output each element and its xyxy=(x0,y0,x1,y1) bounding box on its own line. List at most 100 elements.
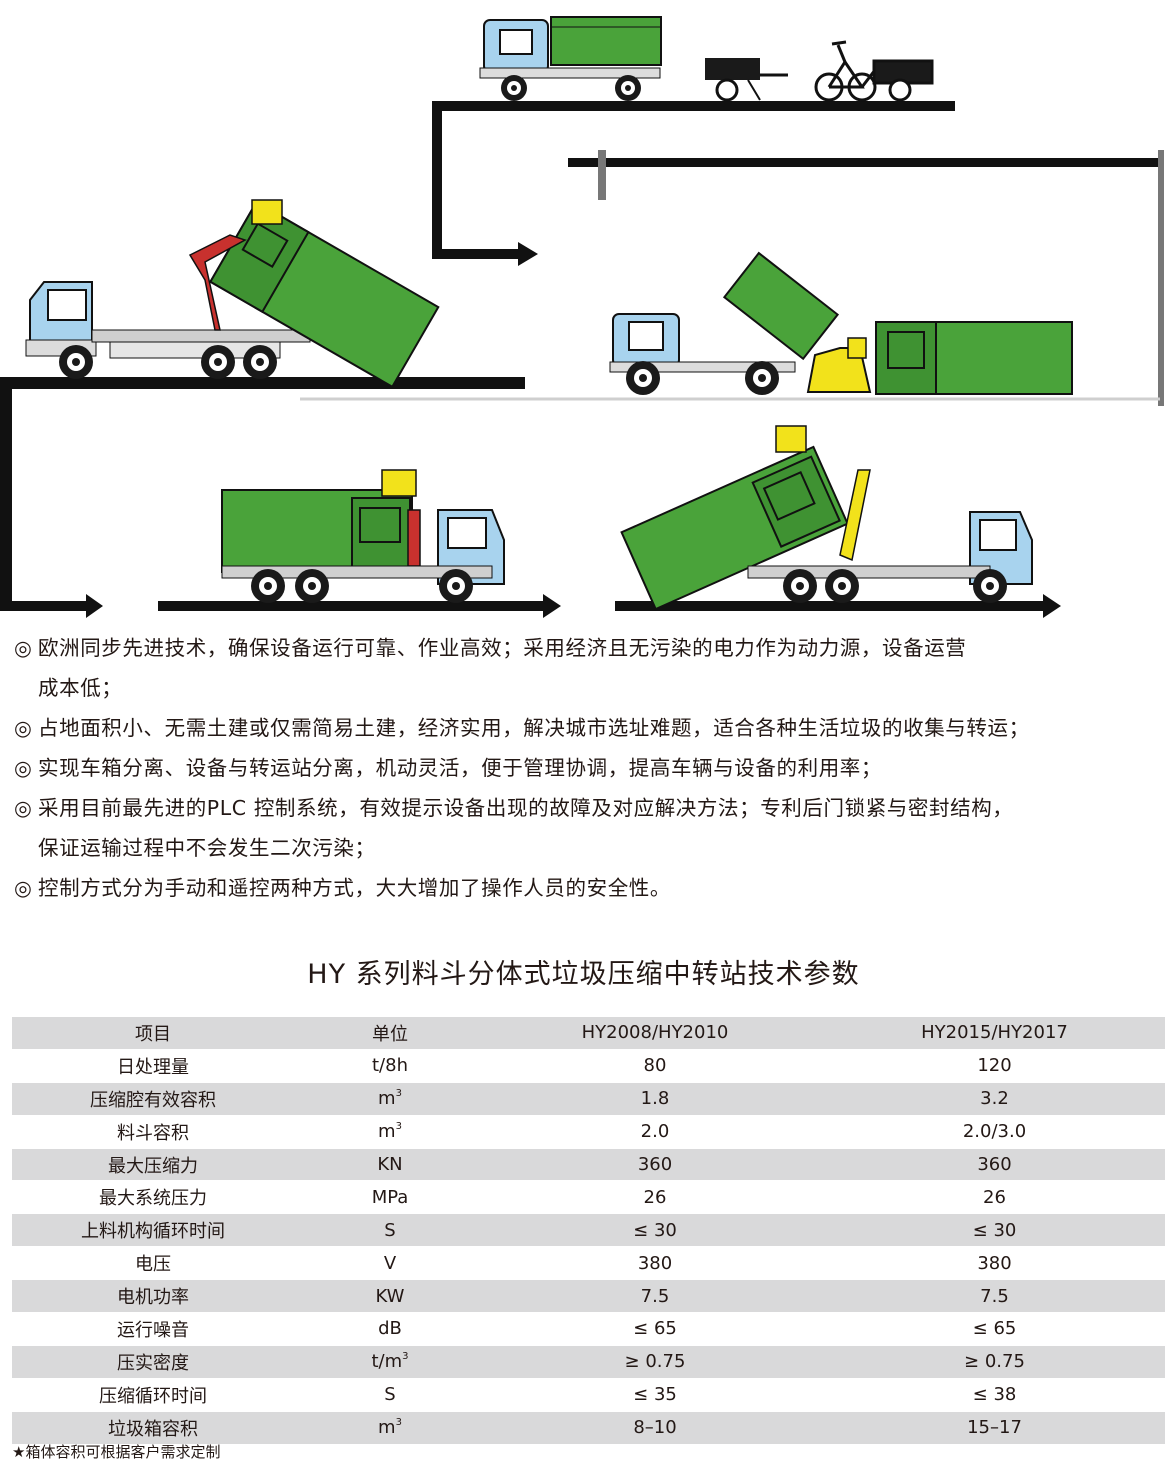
unit-text: KW xyxy=(375,1285,405,1307)
unit-text: t/8h xyxy=(372,1055,408,1077)
value-cell: 7.5 xyxy=(486,1279,824,1313)
value-cell: 380 xyxy=(977,1252,1012,1274)
column-header: HY2015/HY2017 xyxy=(824,1017,1165,1050)
table-row: 电压 V 380 380 xyxy=(12,1247,1165,1280)
value-cell: 8–10 xyxy=(486,1411,824,1445)
table-row: 运行噪音 dB ≤ 65 ≤ 65 xyxy=(12,1313,1165,1346)
bullet-mark: ◎ xyxy=(14,636,33,660)
param-name-cell: 最大系统压力 xyxy=(99,1188,207,1210)
param-name-cell: 压实密度 xyxy=(12,1345,294,1379)
feature-list: ◎欧洲同步先进技术，确保设备运行可靠、作业高效；采用经济且无污染的电力作为动力源… xyxy=(14,630,1164,910)
feature-text: 采用目前最先进的PLC 控制系统，有效提示设备出现的故障及对应解决方法；专利后门… xyxy=(38,796,1014,820)
feature-text: 保证运输过程中不会发生二次污染； xyxy=(38,836,376,860)
feature-text: 成本低； xyxy=(38,676,123,700)
table-row: 料斗容积 m3 2.0 2.0/3.0 xyxy=(12,1115,1165,1149)
unit-text: t/m xyxy=(371,1351,403,1373)
value-cell: 380 xyxy=(637,1252,673,1274)
unit-cell: S xyxy=(294,1213,486,1247)
value-cell: ≤ 38 xyxy=(972,1384,1017,1406)
param-name-cell: 最大压缩力 xyxy=(12,1148,294,1181)
bullet-mark: ◎ xyxy=(14,756,33,780)
process-diagram xyxy=(0,16,1164,618)
unit-cell: m3 xyxy=(294,1082,486,1116)
feature-item: ◎控制方式分为手动和遥控两种方式，大大增加了操作人员的安全性。 xyxy=(14,870,1164,907)
value-cell: 2.0/3.0 xyxy=(962,1121,1027,1143)
hook-lift-truck-icon xyxy=(620,425,1033,611)
bullet-mark: ◎ xyxy=(14,796,33,820)
feature-text: 欧洲同步先进技术，确保设备运行可靠、作业高效；采用经济且无污染的电力作为动力源，… xyxy=(38,636,967,660)
feature-item: ◎占地面积小、无需土建或仅需简易土建，经济实用，解决城市选址难题，适合各种生活垃… xyxy=(14,710,1164,747)
unit-text: S xyxy=(384,1384,396,1406)
feature-text: 控制方式分为手动和遥控两种方式，大大增加了操作人员的安全性。 xyxy=(38,876,671,900)
feature-item: ◎欧洲同步先进技术，确保设备运行可靠、作业高效；采用经济且无污染的电力作为动力源… xyxy=(14,630,1164,667)
value-cell: ≤ 65 xyxy=(972,1318,1017,1340)
param-name-cell: 压缩循环时间 xyxy=(99,1385,207,1407)
feature-item: ◎实现车箱分离、设备与转运站分离，机动灵活，便于管理协调，提高车辆与设备的利用率… xyxy=(14,750,1164,787)
unit-text: m xyxy=(378,1121,396,1143)
feature-item: ◎采用目前最先进的PLC 控制系统，有效提示设备出现的故障及对应解决方法；专利后… xyxy=(14,790,1164,827)
feature-item: 成本低； xyxy=(14,670,1164,707)
value-cell: ≥ 0.75 xyxy=(824,1345,1165,1379)
hook-lift-truck-icon xyxy=(479,16,662,101)
value-cell: ≥ 0.75 xyxy=(486,1345,824,1379)
value-cell: 120 xyxy=(977,1055,1012,1077)
unit-cell: V xyxy=(294,1247,486,1280)
unit-cell: t/8h xyxy=(294,1049,486,1082)
value-cell: 15–17 xyxy=(824,1411,1165,1445)
unit-text: m xyxy=(378,1417,396,1439)
table-row: 压缩循环时间 S ≤ 35 ≤ 38 xyxy=(12,1378,1165,1412)
column-header: 单位 xyxy=(294,1017,486,1050)
param-name-cell: 料斗容积 xyxy=(117,1122,189,1144)
value-cell: 3.2 xyxy=(824,1082,1165,1116)
param-name-cell: 电机功率 xyxy=(12,1279,294,1313)
value-cell: 360 xyxy=(824,1148,1165,1181)
column-header: 项目 xyxy=(12,1017,294,1050)
bullet-mark: ◎ xyxy=(14,716,33,740)
unit-text: m xyxy=(378,1088,396,1110)
hook-lift-truck-icon xyxy=(221,469,505,603)
value-cell: ≤ 35 xyxy=(633,1384,677,1406)
param-name-cell: 电压 xyxy=(135,1254,171,1276)
value-cell: ≤ 65 xyxy=(633,1318,677,1340)
value-cell: ≤ 30 xyxy=(824,1213,1165,1247)
unit-superscript: 3 xyxy=(402,1351,409,1363)
hand-cart-icon xyxy=(705,58,788,102)
value-cell: ≤ 30 xyxy=(486,1213,824,1247)
param-name-cell: 垃圾箱容积 xyxy=(12,1411,294,1445)
unit-superscript: 3 xyxy=(395,1417,402,1429)
unit-text: V xyxy=(383,1252,397,1274)
compactor-station-icon xyxy=(609,251,1073,395)
unit-superscript: 3 xyxy=(395,1121,402,1133)
feature-item: 保证运输过程中不会发生二次污染； xyxy=(14,830,1164,867)
param-name-cell: 运行噪音 xyxy=(117,1319,189,1341)
value-cell: 7.5 xyxy=(824,1279,1165,1313)
feature-text: 实现车箱分离、设备与转运站分离，机动灵活，便于管理协调，提高车辆与设备的利用率； xyxy=(38,756,882,780)
unit-cell: t/m3 xyxy=(294,1345,486,1379)
unit-cell: m3 xyxy=(294,1115,486,1148)
unit-cell: KW xyxy=(294,1279,486,1313)
feature-text: 占地面积小、无需土建或仅需简易土建，经济实用，解决城市选址难题，适合各种生活垃圾… xyxy=(38,716,1030,740)
unit-cell: dB xyxy=(294,1313,486,1346)
unit-text: KN xyxy=(377,1154,403,1175)
param-name-cell: 日处理量 xyxy=(117,1056,189,1078)
table-row: 最大系统压力 MPa 26 26 xyxy=(12,1181,1165,1214)
column-header: HY2008/HY2010 xyxy=(486,1017,824,1050)
table-title: HY 系列料斗分体式垃圾压缩中转站技术参数 xyxy=(307,959,860,990)
tricycle-cart-icon xyxy=(814,40,934,102)
param-name-cell: 压缩腔有效容积 xyxy=(12,1082,294,1116)
footnote: ★箱体容积可根据客户需求定制 xyxy=(12,1443,221,1461)
unit-cell: KN xyxy=(294,1148,486,1181)
unit-cell: MPa xyxy=(294,1181,486,1214)
value-cell: 26 xyxy=(983,1186,1006,1208)
value-cell: 1.8 xyxy=(486,1082,824,1116)
value-cell: 26 xyxy=(643,1186,667,1208)
value-cell: 2.0 xyxy=(640,1121,670,1143)
